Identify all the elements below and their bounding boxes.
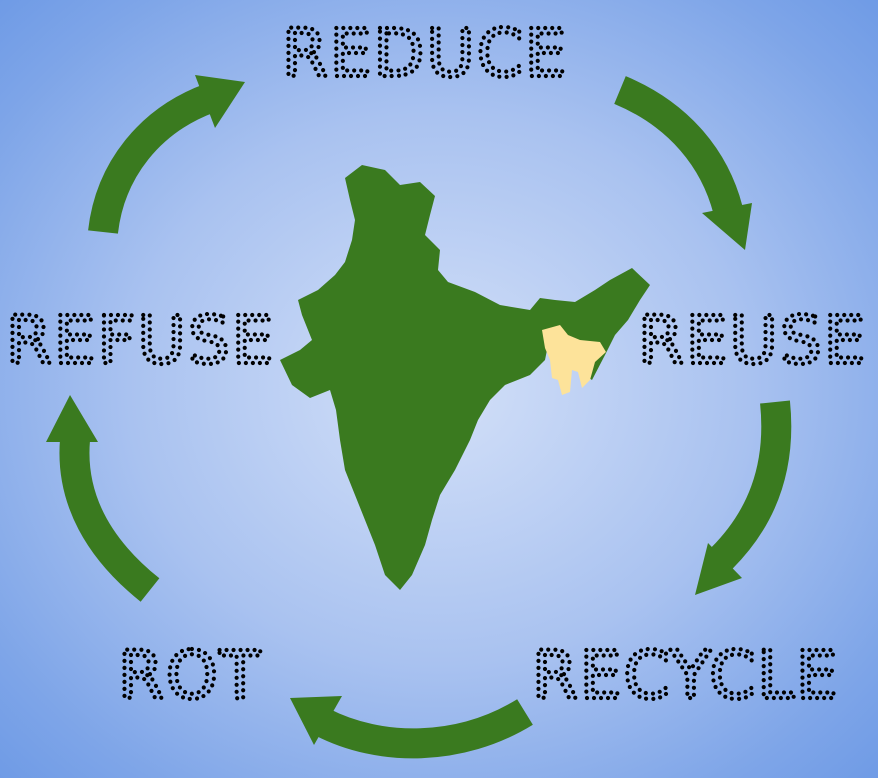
stage-label-rot: ROT [118, 637, 262, 714]
arrow-refuse-to-reduce [88, 75, 245, 235]
stage-label-reduce: REDUCE [282, 15, 568, 92]
stage-label-reuse: REUSE [638, 302, 867, 379]
arrow-reduce-to-reuse [613, 76, 752, 250]
arrow-reuse-to-recycle [695, 400, 792, 595]
arrow-rot-to-refuse [46, 395, 160, 602]
stage-label-recycle: RECYCLE [532, 637, 840, 714]
arrow-recycle-to-rot [290, 696, 533, 759]
highlighted-region [542, 325, 606, 395]
stage-label-refuse: REFUSE [6, 302, 275, 379]
india-map [280, 165, 650, 590]
